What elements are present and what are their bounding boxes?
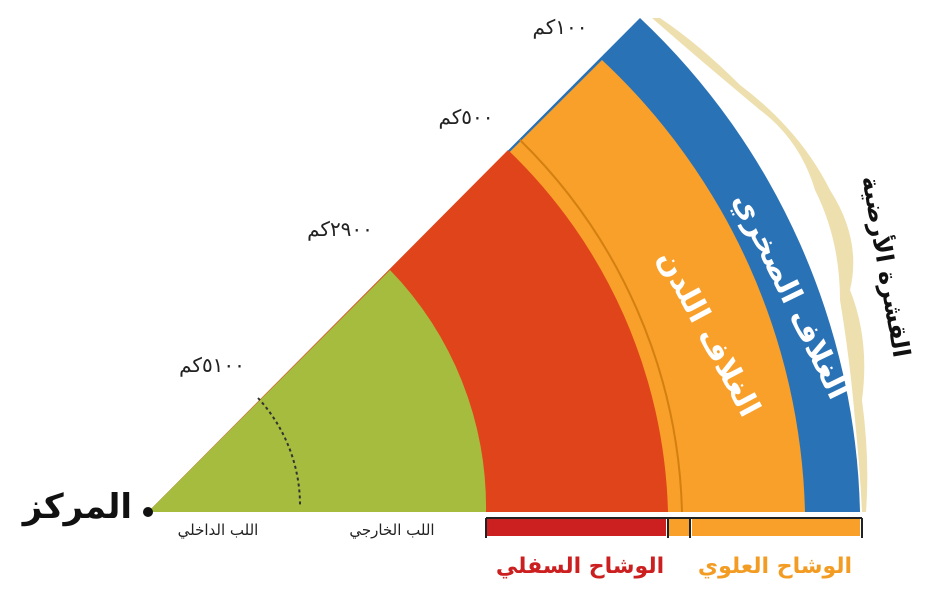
crust-label: القشرة الأرضية xyxy=(856,173,916,359)
depth-label-500: ٥٠٠كم xyxy=(438,105,493,129)
depth-label-2900: ٢٩٠٠كم xyxy=(307,217,373,241)
plastic-bracket xyxy=(668,518,690,536)
inner-core-boundary xyxy=(257,397,302,507)
upper-mantle-label: الوشاح العلوي xyxy=(698,554,852,579)
center-label: المركز xyxy=(21,487,132,527)
center-dot xyxy=(143,507,153,517)
lower-mantle-bracket xyxy=(486,518,666,536)
inner-core-label: اللب الداخلي xyxy=(178,521,259,540)
depth-label-100: ١٠٠كم xyxy=(532,15,587,39)
depth-label-5100: ٥١٠٠كم xyxy=(179,353,245,377)
upper-mantle-bracket xyxy=(692,518,860,536)
core-layer xyxy=(148,270,487,512)
plastic-layer-boundary xyxy=(519,139,683,513)
lower-mantle-label: الوشاح السفلي xyxy=(496,554,664,579)
outer-core-label: اللب الخارجي xyxy=(349,521,434,540)
